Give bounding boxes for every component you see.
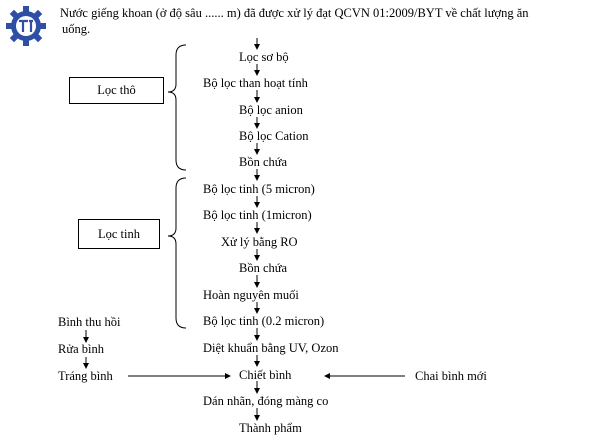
branch-rinse-bottle: Rửa bình (58, 342, 105, 356)
fine-stage-label: Lọc tinh (97, 226, 140, 241)
step-finished-product: Thành phẩm (239, 421, 302, 435)
step-fine-1-micron: Bộ lọc tinh (1micron) (203, 208, 312, 222)
fine-brace (167, 177, 187, 329)
step-storage-tank-1: Bồn chứa (239, 155, 288, 169)
coarse-stage-label: Lọc thô (97, 83, 136, 97)
step-bottle-filling: Chiết bình (239, 368, 292, 382)
step-salt-regeneration: Hoàn nguyên muối (203, 288, 299, 302)
step-storage-tank-2: Bồn chứa (239, 261, 288, 275)
intro-line-2: uống. (62, 22, 91, 36)
step-prefilter: Lọc sơ bộ (239, 50, 289, 64)
step-cation-filter: Bộ lọc Cation (239, 129, 309, 143)
step-labeling-shrink: Dán nhãn, đóng màng co (203, 394, 329, 408)
branch-recovered-bottle: Bình thu hồi (58, 315, 121, 329)
step-fine-5-micron: Bộ lọc tinh (5 micron) (203, 182, 315, 196)
fine-stage-box: Lọc tinh (78, 219, 160, 249)
step-activated-carbon: Bộ lọc than hoạt tính (203, 76, 308, 90)
step-uv-ozone: Diệt khuẩn bằng UV, Ozon (203, 341, 339, 355)
intro-line-1: Nước giếng khoan (ở độ sâu ...... m) đã … (60, 6, 529, 20)
step-fine-0-2-micron: Bộ lọc tinh (0.2 micron) (203, 314, 325, 328)
step-ro: Xử lý bằng RO (221, 235, 298, 249)
step-anion-filter: Bộ lọc anion (239, 103, 303, 117)
branch-flush-bottle: Tráng bình (58, 369, 113, 383)
company-logo (6, 6, 46, 46)
new-bottle-input: Chai bình mới (415, 369, 487, 383)
coarse-stage-box: Lọc thô (69, 77, 164, 104)
coarse-brace (167, 44, 187, 171)
